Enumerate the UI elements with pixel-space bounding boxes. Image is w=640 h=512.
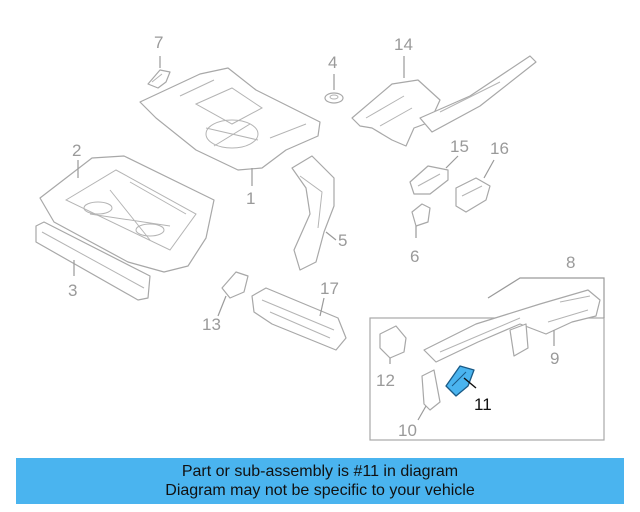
- callout-8: 8: [566, 253, 575, 272]
- callout-2: 2: [72, 141, 81, 160]
- leader-11: [463, 377, 477, 389]
- part-3-sill: [35, 221, 151, 301]
- leader-5: [325, 231, 337, 241]
- leader-15: [445, 155, 459, 169]
- part-13-bracket: [221, 271, 249, 299]
- leader-16: [483, 159, 495, 179]
- part-7-bracket: [147, 69, 171, 89]
- callout-6: 6: [410, 247, 419, 266]
- callout-12: 12: [376, 371, 395, 390]
- part-17-crossmember: [251, 287, 347, 351]
- part-16-bracket: [455, 177, 491, 213]
- part-6-gusset: [411, 203, 431, 227]
- part-12-bracket: [379, 325, 407, 359]
- callout-4: 4: [328, 53, 337, 72]
- callout-9: 9: [550, 349, 559, 368]
- part-5-pillar-panel: [291, 155, 335, 271]
- leader-13: [217, 295, 227, 317]
- part-9-bracket: [509, 323, 529, 357]
- part-15-bracket: [409, 165, 449, 195]
- part-2-front-floor: [39, 155, 215, 273]
- banner-line-disclaimer: Diagram may not be specific to your vehi…: [165, 482, 475, 499]
- callout-3: 3: [68, 281, 77, 300]
- info-banner: Part or sub-assembly is #11 in diagram D…: [16, 458, 624, 504]
- callout-11: 11: [474, 395, 492, 414]
- callout-16: 16: [490, 139, 509, 158]
- part-11-highlighted: [445, 365, 475, 397]
- callout-17: 17: [320, 279, 339, 298]
- callout-1: 1: [246, 189, 255, 208]
- part-8-group-box: [369, 277, 605, 441]
- part-1-rear-floor: [139, 67, 321, 171]
- callout-13: 13: [202, 315, 221, 334]
- banner-line-part-number: Part or sub-assembly is #11 in diagram: [181, 463, 459, 480]
- part-10-plate: [421, 369, 441, 411]
- callout-10: 10: [398, 421, 417, 440]
- part-8-side-member: [423, 289, 601, 363]
- part-14-side-member: [351, 55, 537, 147]
- callout-5: 5: [338, 231, 347, 250]
- callout-7: 7: [154, 33, 163, 52]
- leader-10: [417, 405, 427, 421]
- leader-17: [319, 297, 325, 317]
- leader-lines: [73, 56, 555, 421]
- parts-diagram: 7 4 14 2 1 15 16 5 6 8 3 17 13 9 12 11 1…: [35, 33, 605, 441]
- callout-14: 14: [394, 35, 413, 54]
- part-4-grommet: [324, 92, 344, 104]
- callout-15: 15: [450, 137, 469, 156]
- callout-labels: 7 4 14 2 1 15 16 5 6 8 3 17 13 9 12 11 1…: [68, 33, 575, 440]
